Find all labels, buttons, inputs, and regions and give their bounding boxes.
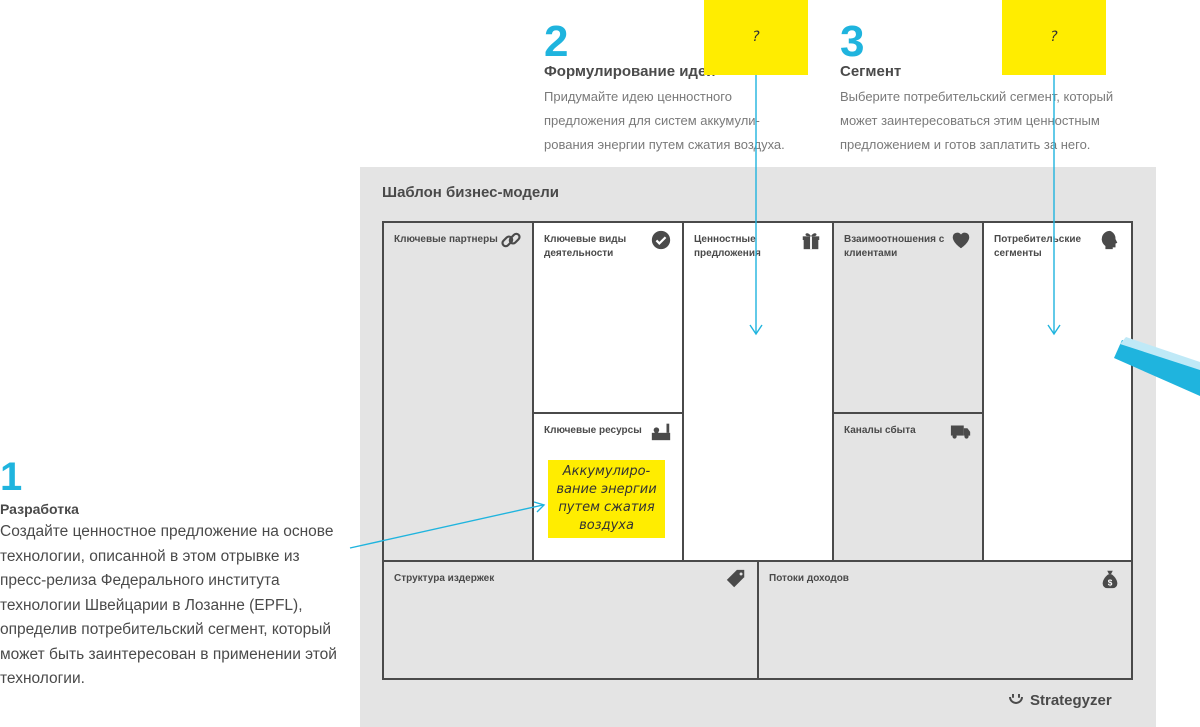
svg-text:$: $	[1108, 578, 1113, 587]
heart-icon	[952, 232, 970, 249]
canvas-title: Шаблон бизнес-модели	[382, 184, 559, 201]
strategyzer-logo-icon	[1009, 694, 1023, 704]
gift-icon	[802, 233, 820, 250]
link-icon	[501, 232, 521, 248]
block-cost-structure: Структура издержек	[382, 560, 759, 680]
block-key-activities: Ключевые виды деятельности	[532, 221, 684, 414]
block-revenue-streams: Потоки доходов $	[757, 560, 1133, 680]
block-key-activities-label: Ключевые виды деятельности	[544, 234, 627, 259]
block-customer-relationships: Взаимоотношения с клиентами	[832, 221, 984, 414]
block-key-partners: Ключевые партнеры	[382, 221, 534, 562]
block-channels-label: Каналы сбыта	[844, 425, 916, 436]
step-2-text: Придумайте идею ценностного предложения …	[544, 89, 785, 152]
strategyzer-logo: Strategyzer	[1007, 691, 1112, 709]
block-revenue-streams-label: Потоки доходов	[769, 573, 849, 584]
head-icon	[1101, 230, 1118, 250]
pen-icon	[1114, 337, 1200, 396]
step-3-number: 3	[840, 17, 865, 66]
step-2-title: Формулирование идеи	[544, 63, 716, 80]
step-3-title: Сегмент	[840, 63, 902, 80]
arrow-step-2-head	[749, 324, 763, 336]
block-key-partners-label: Ключевые партнеры	[394, 234, 498, 245]
step-1-number: 1	[0, 455, 23, 499]
strategyzer-logo-text: Strategyzer	[1030, 691, 1112, 709]
step-2-number: 2	[544, 17, 569, 66]
price-tag-icon	[726, 569, 745, 588]
block-channels: Каналы сбыта	[832, 412, 984, 562]
truck-icon	[950, 425, 971, 439]
arrow-step-1-head	[533, 501, 546, 513]
arrow-step-3-head	[1047, 324, 1061, 336]
block-cost-structure-label: Структура издержек	[394, 573, 495, 584]
step-2-sticky-note: ?	[704, 0, 808, 75]
block-key-resources-label: Ключевые ресурсы	[544, 425, 642, 436]
factory-icon	[651, 423, 671, 441]
step-1-text: Создайте ценностное предложение на основ…	[0, 523, 337, 687]
check-circle-icon	[651, 230, 671, 250]
block-customer-segments: Потребительские сегменты	[982, 221, 1133, 562]
arrow-step-1	[349, 504, 544, 549]
block-value-propositions-label: Ценностные предложения	[694, 234, 761, 259]
key-resources-sticky-note: Аккумулиро-вание энергии путем сжатия во…	[548, 460, 665, 538]
step-1-title: Разработка	[0, 501, 79, 517]
step-3-text: Выберите потребительский сегмент, которы…	[840, 89, 1114, 152]
money-bag-icon: $	[1102, 570, 1118, 589]
block-customer-relationships-label: Взаимоотношения с клиентами	[844, 234, 945, 259]
block-customer-segments-label: Потребительские сегменты	[994, 234, 1082, 259]
block-value-propositions: Ценностные предложения	[682, 221, 834, 562]
step-3-sticky-note: ?	[1002, 0, 1106, 75]
